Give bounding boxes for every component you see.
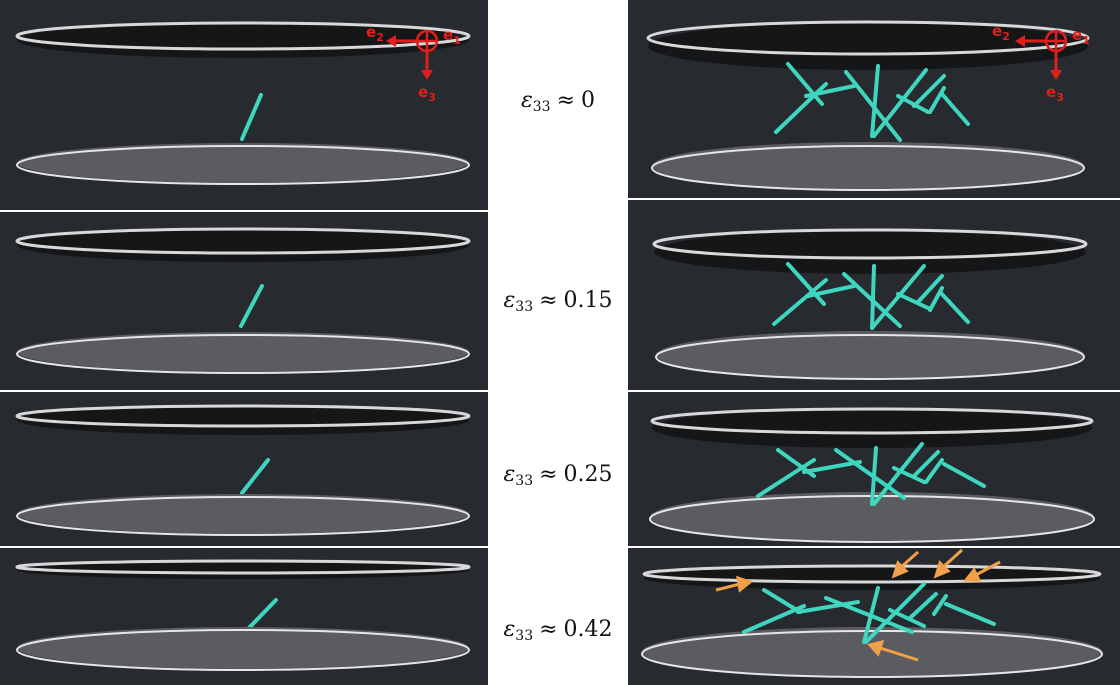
arrow-marker-icon: [899, 550, 919, 570]
fiber: [240, 458, 270, 495]
bottom-plate-rim: [16, 629, 470, 671]
single-fiber-scene-042: [15, 559, 471, 671]
strain-label-0: ε33≈0: [520, 88, 596, 115]
fiber: [239, 284, 264, 328]
fiber-network: [772, 262, 970, 330]
bottom-plate-rim: [16, 145, 470, 185]
fiber-network-scene-025: [649, 407, 1095, 543]
arrow-marker-icon: [715, 582, 741, 592]
single-fiber-panel-strain-025: [0, 392, 488, 546]
top-plate-rim: [650, 407, 1094, 435]
fiber-network-panel-strain-042: [628, 548, 1120, 685]
e3-label: e3: [418, 83, 436, 104]
fiber-network-panel-strain-025: [628, 392, 1120, 546]
e1-label: e1: [1072, 26, 1090, 47]
top-plate: [644, 566, 1100, 590]
bottom-plate-rim: [16, 334, 470, 374]
single-fiber-scene-0: e2 e1 e3: [15, 21, 471, 185]
strain-label-025: ε33≈0.25: [503, 462, 613, 489]
bottom-plate: [17, 627, 469, 669]
top-plate-rim: [652, 228, 1088, 260]
top-plate: [17, 228, 469, 262]
bottom-plate: [652, 142, 1084, 190]
top-plate: [654, 230, 1086, 274]
fiber-network: [774, 62, 970, 142]
axis-triad: e2 e1 e3: [366, 23, 461, 104]
fiber-network: [742, 582, 996, 644]
annotation-arrows: [715, 548, 1001, 662]
top-plate-rim: [15, 559, 471, 575]
fiber-network-scene-042: [641, 548, 1103, 678]
single-fiber-scene-025: [15, 404, 471, 536]
e3-label: e3: [1046, 83, 1064, 104]
e1-label: e1: [443, 26, 461, 47]
top-plate-rim: [642, 564, 1102, 584]
strain-label-042: ε33≈0.42: [503, 617, 613, 644]
fiber-network-panel-strain-015: [628, 200, 1120, 390]
top-plate-rim: [15, 21, 471, 51]
single-fiber-scene-015: [15, 227, 471, 374]
top-plate: [652, 408, 1092, 448]
single-fiber-panel-strain-042: [0, 548, 488, 685]
top-plate: [648, 22, 1088, 70]
top-plate-rim: [15, 227, 471, 255]
fiber-network: [756, 442, 986, 506]
top-plate-rim: [15, 404, 471, 428]
arrow-marker-icon: [940, 548, 964, 570]
single-fiber-panel-strain-015: [0, 212, 488, 390]
arrow-marker-icon: [879, 646, 919, 662]
bottom-plate: [17, 143, 469, 183]
fiber-network-scene-015: [652, 228, 1088, 380]
top-plate-rim: [646, 20, 1090, 56]
bottom-plate: [17, 332, 469, 372]
bottom-plate: [17, 494, 469, 534]
axis-triad: e2 e1 e3: [992, 22, 1090, 104]
e2-label: e2: [992, 22, 1010, 43]
fiber: [240, 93, 263, 141]
fiber: [244, 598, 278, 633]
top-plate: [17, 405, 469, 435]
arrow-marker-icon: [973, 560, 1001, 578]
bottom-plate: [642, 627, 1102, 677]
top-plate: [17, 561, 469, 579]
single-fiber-panel-strain-0: e2 e1 e3: [0, 0, 488, 210]
strain-label-015: ε33≈0.15: [503, 288, 613, 315]
fiber-network-scene-0: e2 e1 e3: [646, 20, 1090, 191]
top-plate: [17, 22, 469, 58]
fiber-network-panel-strain-0: e2 e1 e3: [628, 0, 1120, 198]
bottom-plate: [656, 331, 1084, 379]
bottom-plate-rim: [16, 496, 470, 536]
bottom-plate-rim: [651, 145, 1085, 191]
bottom-plate: [650, 492, 1094, 542]
bottom-plate-rim: [641, 630, 1103, 678]
e2-label: e2: [366, 23, 384, 44]
bottom-plate-rim: [655, 334, 1085, 380]
